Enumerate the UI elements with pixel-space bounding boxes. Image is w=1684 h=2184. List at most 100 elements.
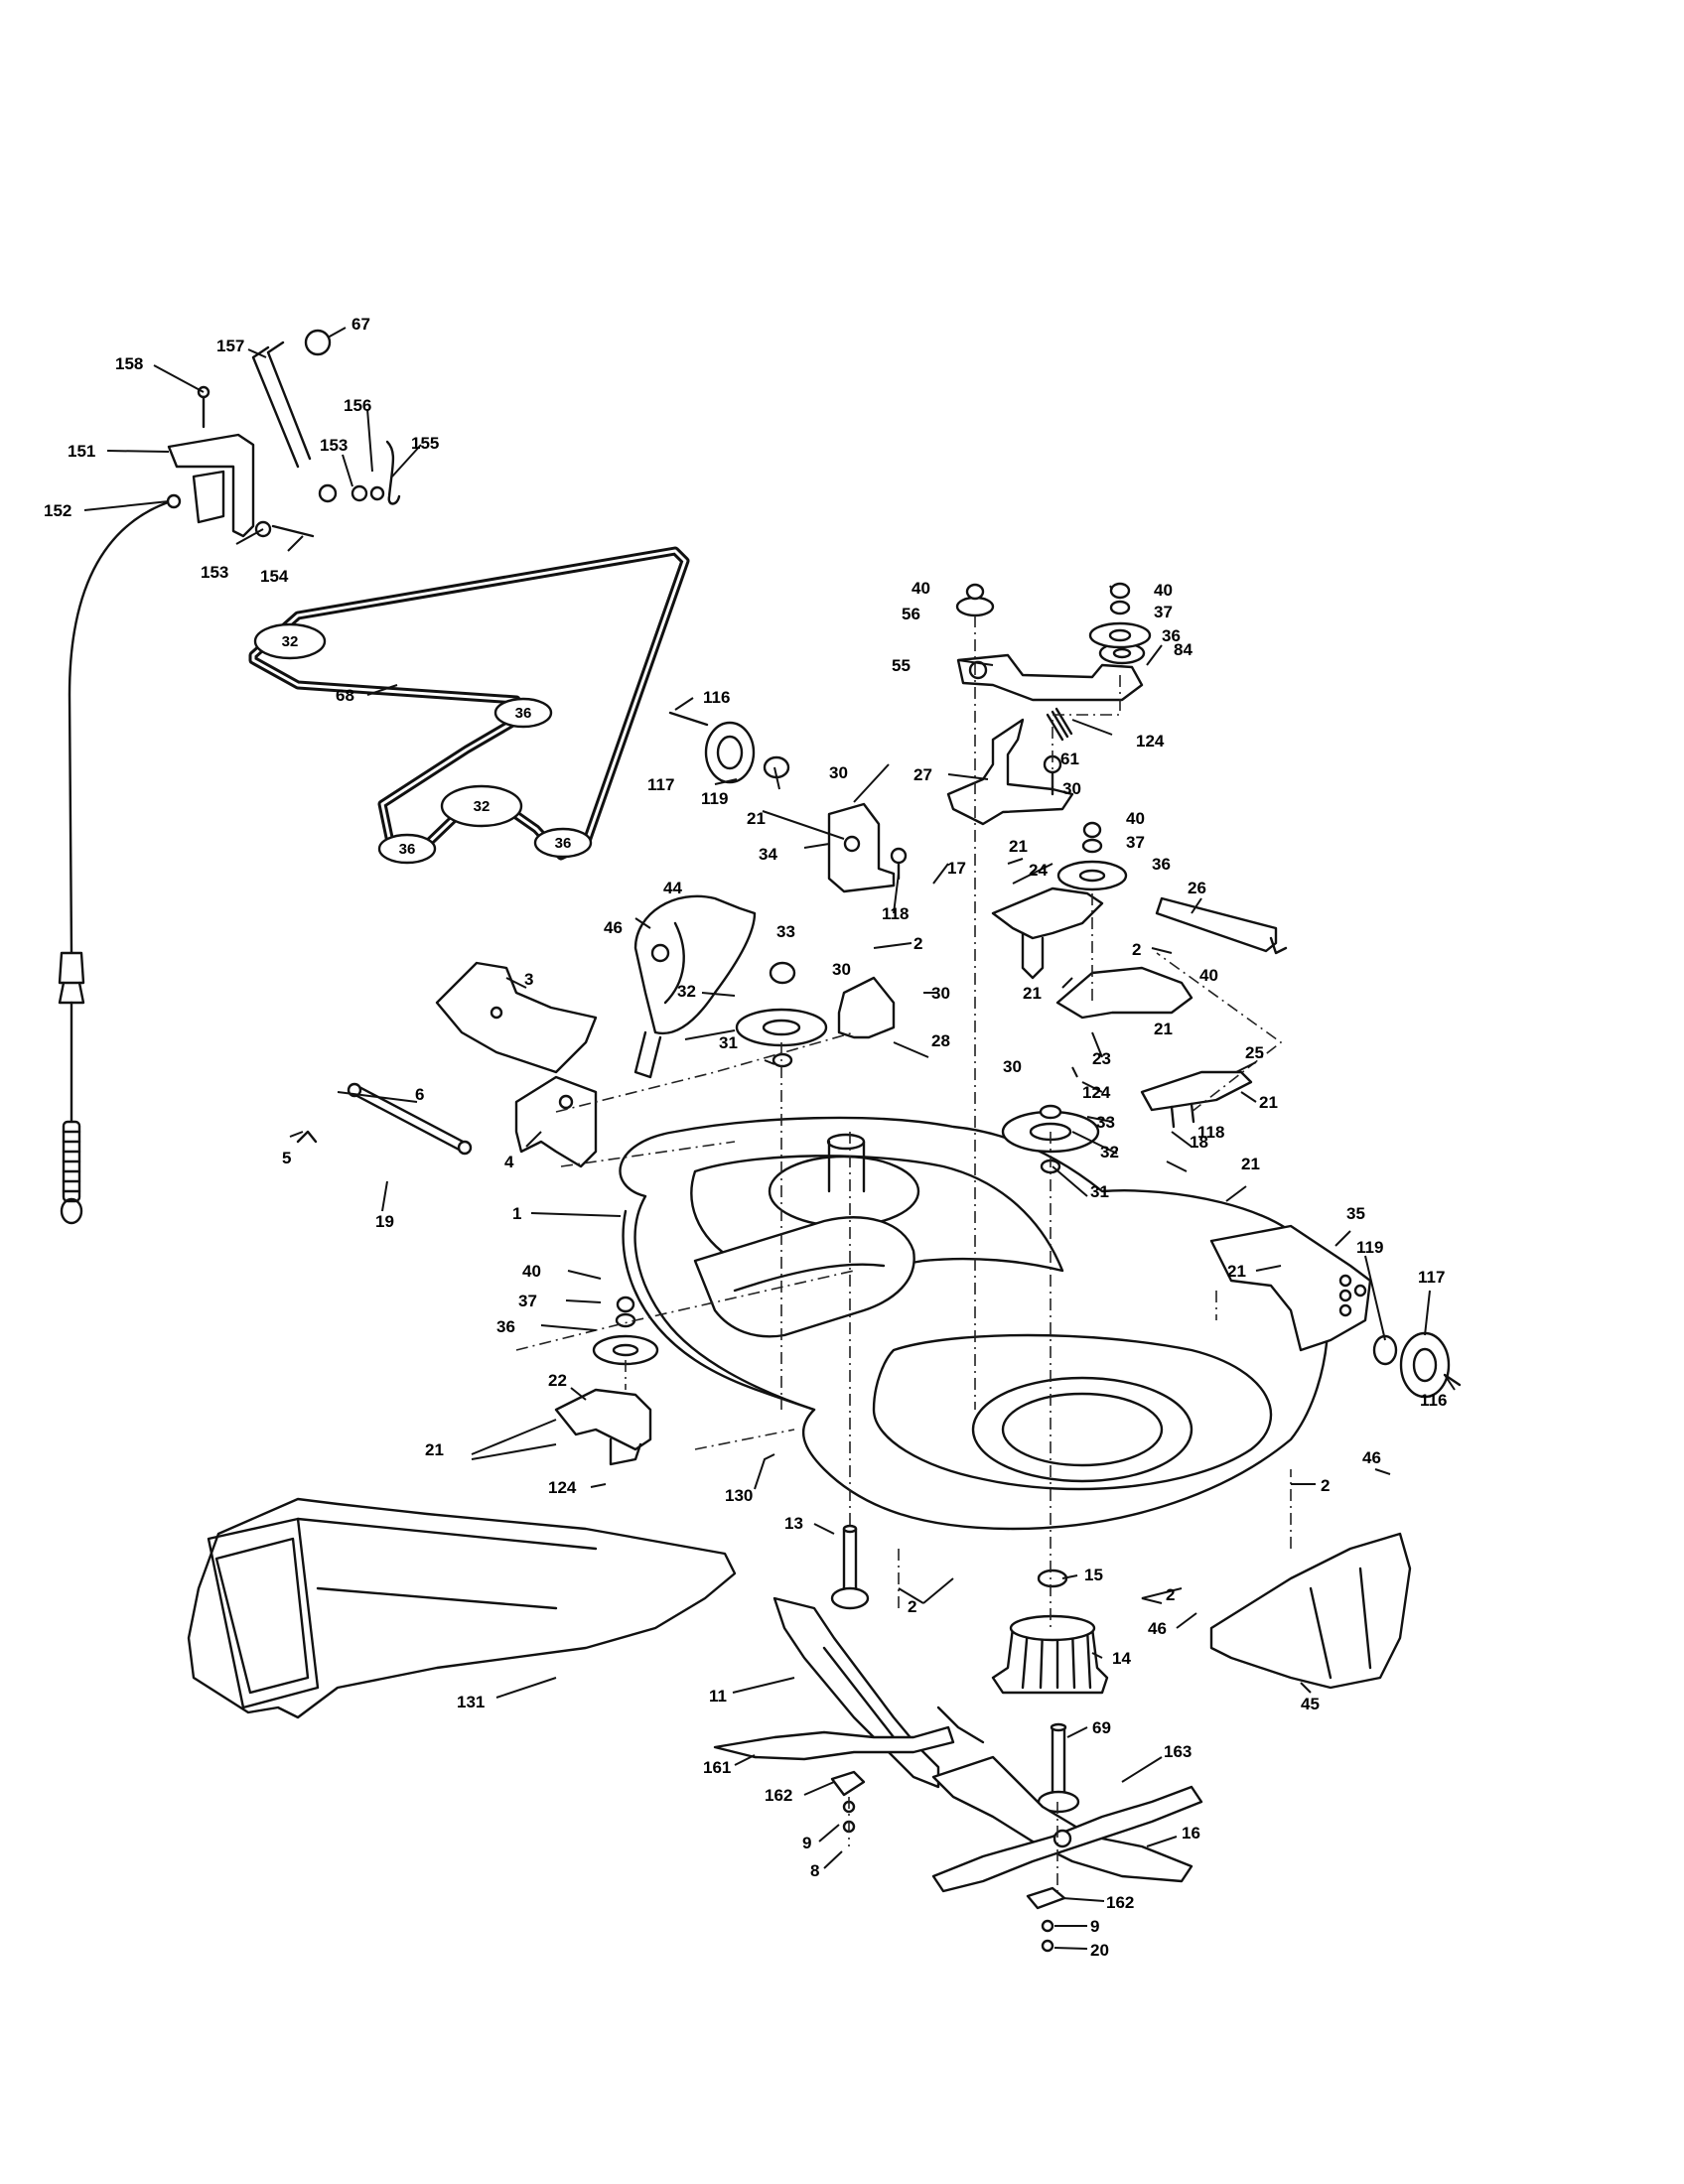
callout-162: 162 [1106,1893,1134,1912]
callout-46: 46 [1362,1448,1381,1467]
callout-18: 18 [1190,1133,1208,1152]
belt-pulley-label: 36 [399,841,416,858]
callout-31: 31 [1090,1182,1109,1201]
callout-28: 28 [931,1031,950,1050]
gauge-wheel-117-lower [1372,1331,1462,1399]
callout-131: 131 [457,1693,485,1711]
callout-9: 9 [802,1834,811,1852]
callout-69: 69 [1092,1718,1111,1737]
callout-5: 5 [282,1149,291,1167]
callout-2: 2 [1166,1585,1175,1604]
callout-155: 155 [411,434,439,453]
callout-118: 118 [882,904,909,923]
callout-151: 151 [68,442,95,461]
callout-35: 35 [1346,1204,1365,1223]
rod-6 [296,1082,473,1156]
bracket-4 [514,1075,598,1168]
callout-2: 2 [1132,940,1141,959]
callout-61: 61 [1060,750,1079,768]
drive-belt [248,546,690,861]
callout-32: 32 [1100,1143,1119,1161]
callout-157: 157 [216,337,244,355]
bracket-26 [1155,896,1288,955]
callout-2: 2 [913,934,922,953]
callout-37: 37 [518,1292,537,1310]
callout-14: 14 [1112,1649,1131,1668]
callout-153: 153 [320,436,348,455]
callout-15: 15 [1084,1566,1103,1584]
callout-46: 46 [604,918,623,937]
callout-40: 40 [912,579,930,598]
callout-19: 19 [375,1212,394,1231]
deflector-45 [1209,1532,1412,1690]
callout-30: 30 [1003,1057,1022,1076]
callout-116: 116 [703,688,730,707]
belt-pulley-32-top: 32 [253,622,327,660]
callout-116: 116 [1420,1391,1447,1410]
callout-36: 36 [1162,626,1181,645]
lift-lever-assembly [58,329,401,1225]
callout-162: 162 [765,1786,792,1805]
callout-40: 40 [522,1262,541,1281]
callout-26: 26 [1188,879,1206,897]
belt-pulley-32-center: 32 [440,784,523,828]
belt-pulley-label: 36 [515,705,532,722]
callout-36: 36 [1152,855,1171,874]
callout-22: 22 [548,1371,567,1390]
callout-30: 30 [829,763,848,782]
callout-161: 161 [703,1758,731,1777]
callout-21: 21 [425,1440,444,1459]
callout-16: 16 [1182,1824,1200,1843]
callout-21: 21 [1241,1155,1260,1173]
bracket-22 [554,1388,652,1466]
callout-40: 40 [1126,809,1145,828]
callout-6: 6 [415,1085,424,1104]
belt-pulley-label: 36 [555,835,572,852]
idler-bracket-23 [1055,966,1193,1020]
callout-27: 27 [913,765,932,784]
callout-13: 13 [784,1514,803,1533]
callout-21: 21 [1227,1262,1246,1281]
callout-2: 2 [1321,1476,1330,1495]
callout-11: 11 [709,1687,727,1706]
idler-pulley-36-upper [1056,821,1128,891]
deck-housing [619,1116,1330,1531]
callout-158: 158 [115,354,143,373]
callout-36: 36 [496,1317,515,1336]
callout-68: 68 [336,686,354,705]
callout-119: 119 [701,789,728,808]
callout-34: 34 [759,845,777,864]
bracket-28 [837,976,896,1039]
belt-pulley-label: 32 [474,798,491,815]
deflector-44 [633,894,757,1079]
callout-21: 21 [747,809,766,828]
callout-117: 117 [647,775,674,794]
callout-152: 152 [44,501,71,520]
belt-pulley-label: 32 [282,633,299,650]
idler-bracket-24 [991,887,1104,980]
callout-124: 124 [1136,732,1165,751]
callout-31: 31 [719,1033,738,1052]
callout-124: 124 [1082,1083,1111,1102]
callout-130: 130 [725,1486,753,1505]
idler-arm-27 [946,707,1074,826]
callout-46: 46 [1148,1619,1167,1638]
callout-55: 55 [892,656,911,675]
callout-2: 2 [908,1597,916,1616]
callout-40: 40 [1154,581,1173,600]
callout-1: 1 [512,1204,521,1223]
gauge-wheel-117-upper [668,711,790,784]
callout-33: 33 [776,922,795,941]
callout-84: 84 [1174,640,1193,659]
callout-37: 37 [1154,603,1173,621]
callout-67: 67 [351,315,370,334]
callout-25: 25 [1245,1043,1264,1062]
discharge-chute [187,1497,737,1719]
callout-40: 40 [1199,966,1218,985]
belt-pulley-36-left: 36 [377,833,437,865]
callout-4: 4 [504,1153,514,1171]
callout-3: 3 [524,970,533,989]
callout-30: 30 [1062,779,1081,798]
callout-30: 30 [832,960,851,979]
